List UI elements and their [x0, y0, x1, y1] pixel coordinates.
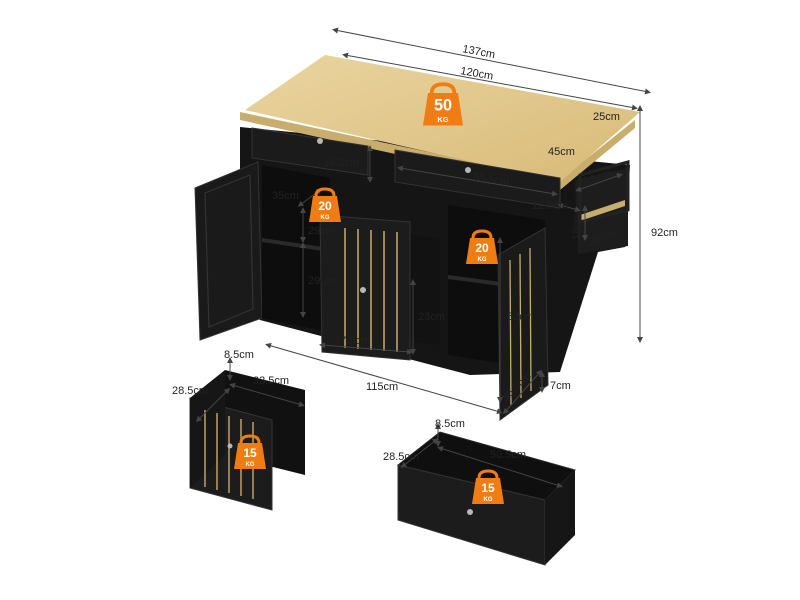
weight-badge-cabinet-value: 20 [475, 241, 489, 255]
label-shelf-depth: 35cm [272, 190, 299, 202]
label-height: 92cm [651, 227, 678, 239]
dim-line-12 [557, 202, 581, 213]
label-drawer-height-top: 16.5cm [323, 157, 359, 169]
weight-badge-top: 50 KG [421, 82, 465, 128]
weight-badge-shelf-unit: KG [321, 215, 330, 221]
flat-drawer-knob [467, 509, 473, 515]
label-base-width: 115cm [366, 381, 398, 393]
weight-badge-top-value: 50 [434, 97, 452, 115]
label-cabinet-inner-height: 62cm [507, 311, 534, 323]
top-drawer-left-knob [317, 138, 323, 144]
weight-badge-small-drawer: 15 KG [232, 434, 268, 471]
weight-badge-flat-drawer-value: 15 [481, 481, 495, 495]
weight-badge-top-unit: KG [437, 115, 448, 124]
top-drawer-right-knob [465, 167, 471, 173]
dim-line-37 [319, 342, 413, 355]
weight-badge-small-drawer-unit: KG [246, 462, 255, 468]
weight-badge-shelf-value: 20 [318, 199, 332, 213]
left-shelf [262, 238, 330, 252]
weight-badge-cabinet: 20 KG [464, 229, 500, 266]
label-flat-drawer-depth: 28.5cm [383, 451, 419, 463]
label-shelf-gap-top: 29cm [308, 225, 335, 237]
label-small-drawer-width: 33.5cm [253, 375, 289, 387]
label-drawer-inner-height: 23cm [418, 311, 445, 323]
label-drawer-width-top: 55.5cm [473, 171, 511, 188]
dim-line-small-28 [195, 387, 231, 423]
middle-drawer-slats [344, 228, 398, 352]
dim-line-flat-28 [400, 438, 439, 468]
dimension-lines [195, 27, 651, 488]
towel-rack [580, 200, 625, 221]
dim-line-small-33 [229, 382, 305, 408]
label-top-right-depth: 25cm [593, 111, 620, 123]
dim-line-flat-50 [437, 446, 563, 488]
weight-badge-small-drawer-value: 15 [243, 446, 257, 460]
dim-line-36 [503, 369, 542, 415]
label-side-rack-height: 18cm [571, 213, 583, 240]
label-inner-depth: 45cm [548, 146, 575, 158]
weight-badge-shelf: 20 KG [307, 187, 343, 224]
dim-line-55 [397, 165, 558, 197]
dim-line-120 [342, 52, 638, 111]
label-flat-drawer-height: 8.5cm [435, 418, 465, 430]
middle-drawer-knob [360, 287, 366, 293]
label-drawer-inner-width: 37.5cm [334, 335, 370, 347]
dim-line-32 [575, 173, 623, 192]
label-leg-height: 7cm [550, 380, 571, 392]
label-top-width: 120cm [459, 65, 494, 83]
dim-line-115 [265, 342, 503, 415]
label-small-drawer-height: 8.5cm [224, 349, 254, 361]
weight-badge-flat-drawer-unit: KG [484, 497, 493, 503]
flat-drawer-right [545, 470, 575, 565]
label-shelf-gap-bottom: 29cm [308, 275, 335, 287]
small-drawer-knob [227, 443, 233, 449]
label-small-drawer-depth: 28.5cm [172, 385, 208, 397]
label-side-rack-gap: 12.5cm [532, 200, 568, 212]
left-door-panel [204, 174, 254, 328]
label-flat-drawer-width: 50.5cm [490, 449, 526, 461]
weight-badge-cabinet-unit: KG [478, 257, 487, 263]
weight-badge-flat-drawer: 15 KG [470, 469, 506, 506]
